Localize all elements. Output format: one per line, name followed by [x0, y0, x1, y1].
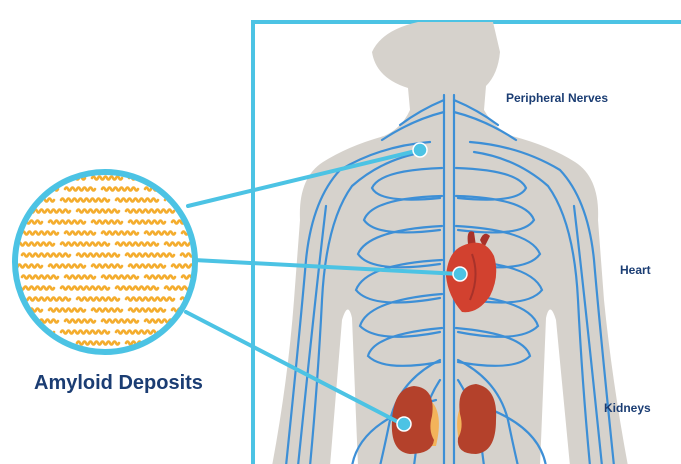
- body-silhouette-icon: [272, 22, 628, 464]
- amyloid-fibril: [102, 320, 138, 323]
- amyloid-fibril: [182, 188, 218, 191]
- amyloid-fibril: [129, 265, 165, 268]
- amyloid-fibril: [22, 232, 58, 235]
- pointer-dot-nerves: [413, 143, 427, 157]
- pointer-dot-kidneys: [397, 417, 411, 431]
- amyloid-fibril: [116, 199, 158, 202]
- amyloid-fibril: [102, 232, 138, 235]
- peripheral-nerves-label: Peripheral Nerves: [504, 92, 608, 105]
- amyloid-fibril: [77, 342, 119, 345]
- amyloid-fibril: [181, 254, 223, 257]
- amyloid-fibril: [116, 243, 158, 246]
- amyloid-fibril: [49, 309, 85, 312]
- amyloid-fibril: [77, 210, 119, 213]
- amyloid-deposits-label: Amyloid Deposits: [34, 372, 203, 394]
- amyloid-fibril: [77, 298, 119, 301]
- amyloid-fibril: [22, 276, 58, 279]
- amyloid-fibril: [129, 309, 165, 312]
- amyloid-fibril: [12, 177, 42, 180]
- amyloid-fibril: [102, 188, 138, 191]
- amyloid-fibril: [165, 331, 213, 334]
- amyloid-fibril: [102, 276, 138, 279]
- amyloid-fibril: [181, 342, 223, 345]
- amyloid-fibril: [129, 221, 165, 224]
- amyloid-fibril: [182, 276, 218, 279]
- pointer-dot-heart: [453, 267, 467, 281]
- amyloid-fibril: [116, 331, 158, 334]
- amyloid-fibril: [77, 254, 119, 257]
- kidneys-label: Kidneys: [604, 402, 651, 415]
- heart-label: Heart: [620, 264, 651, 277]
- amyloid-fibril: [12, 199, 54, 202]
- amyloid-fibril: [181, 210, 223, 213]
- amyloid-fibril: [172, 177, 202, 180]
- amyloid-fibril: [116, 287, 158, 290]
- amyloid-fibril: [49, 265, 85, 268]
- amyloid-fibril: [49, 221, 85, 224]
- amyloid-magnifier-icon: [12, 172, 223, 352]
